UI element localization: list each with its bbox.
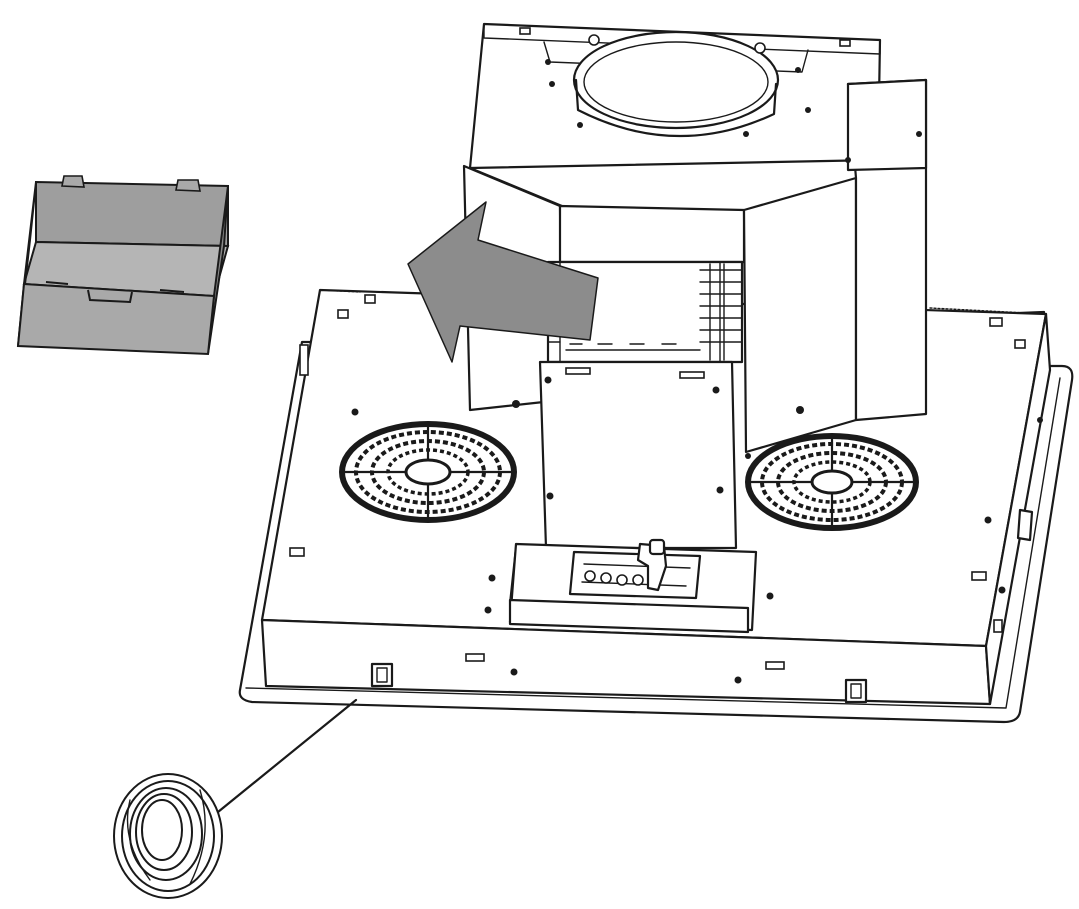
motor-housing — [462, 22, 928, 454]
filter-box-part — [16, 175, 230, 356]
sealing-gasket-coil — [113, 773, 223, 899]
left-fan-grille — [339, 421, 517, 523]
removal-direction-arrow — [407, 201, 599, 363]
control-box — [508, 538, 758, 634]
right-fan-grille — [745, 433, 919, 531]
plate-fasteners — [289, 294, 1043, 704]
gasket-leader-line — [216, 698, 358, 814]
